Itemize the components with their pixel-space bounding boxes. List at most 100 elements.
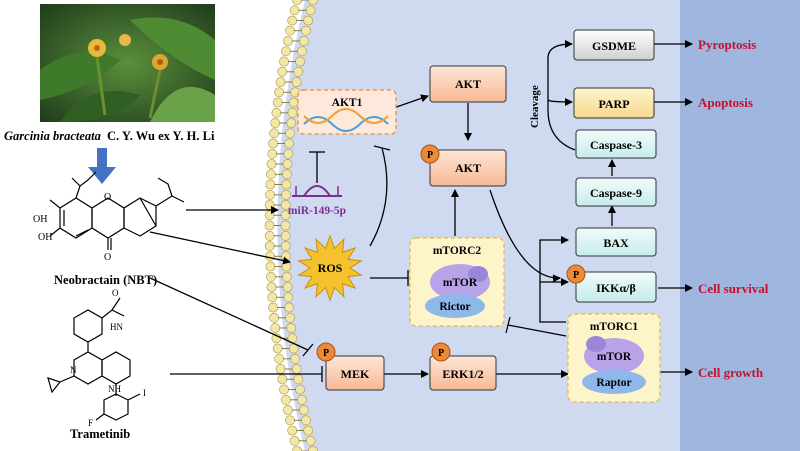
lipid-head <box>268 138 278 149</box>
lipid-head <box>280 394 291 405</box>
mtorc1-mtor-label: mTOR <box>597 351 632 363</box>
parp-label: PARP <box>598 97 629 111</box>
mtorc2-complex: mTORC2 mTOR Rictor <box>409 237 505 327</box>
lipid-head <box>283 148 294 159</box>
lipid-head <box>264 220 275 231</box>
lipid-head <box>290 353 300 364</box>
gsdme-node: GSDME <box>573 29 655 61</box>
lipid-head <box>296 46 307 57</box>
nbt-label: Neobractain (NBT) <box>54 273 157 287</box>
lipid-head <box>265 271 276 282</box>
lipid-head <box>279 56 289 67</box>
lipid-head <box>289 435 300 446</box>
lipid-head <box>305 5 316 16</box>
lipid-head <box>265 169 276 180</box>
gsdme-label: GSDME <box>592 39 636 53</box>
lipid-head <box>293 66 304 77</box>
caspase3-label: Caspase-3 <box>590 138 642 152</box>
lipid-head <box>267 148 278 159</box>
outcome-apoptosis: Apoptosis <box>698 95 753 110</box>
tram-o-acetyl: O <box>112 288 119 298</box>
svg-text:Garcinia bracteata C. Y. W: Garcinia bracteata C. Y. Wu ex Y. H. Li <box>4 129 215 143</box>
lipid-head <box>272 97 283 108</box>
lipid-head <box>293 374 304 385</box>
tram-f: F <box>88 418 93 428</box>
mtorc2-label: mTORC2 <box>433 245 482 257</box>
akt-label: AKT <box>455 77 481 91</box>
garcinia-plant-photo <box>40 4 215 122</box>
bax-label: BAX <box>603 236 629 250</box>
ikk-node: IKKα/β P <box>566 264 657 303</box>
nbt-o-keto: O <box>104 252 111 263</box>
lipid-head <box>265 179 276 190</box>
lipid-head <box>275 77 286 87</box>
lipid-head <box>269 312 279 323</box>
lipid-head <box>269 128 279 139</box>
phospho-erk-badge <box>431 342 451 362</box>
mirna-label: miR-149-5p <box>288 205 346 217</box>
nbt-oh-top: OH <box>33 214 47 225</box>
lipid-head <box>291 77 302 87</box>
lipid-head <box>287 107 298 118</box>
phospho-mek-badge <box>316 342 336 362</box>
lipid-head <box>281 189 291 200</box>
mek-node: MEK P <box>316 342 385 391</box>
mek-label: MEK <box>341 367 370 381</box>
lipid-head <box>295 56 305 67</box>
lipid-head <box>286 118 297 128</box>
lipid-head <box>288 97 299 108</box>
lipid-head <box>279 384 289 395</box>
lipid-head <box>283 292 294 303</box>
bax-node: BAX <box>575 227 657 257</box>
mtorc2-rictor-label: Rictor <box>439 301 470 313</box>
cell-membrane <box>264 0 318 451</box>
lipid-head <box>270 118 281 128</box>
trametinib-label: Trametinib <box>70 427 130 441</box>
mtorc1-label: mTORC1 <box>590 321 639 333</box>
lipid-head <box>268 302 278 313</box>
outcome-pyroptosis: Pyroptosis <box>698 37 756 52</box>
lipid-head <box>292 0 302 5</box>
lipid-head <box>264 210 275 221</box>
lipid-head <box>281 251 291 262</box>
nbt-structure <box>49 171 185 250</box>
mtorc2-mtor-label: mTOR <box>443 277 478 289</box>
lipid-head <box>295 384 305 395</box>
phospho-akt-node: AKT P <box>420 144 507 187</box>
lipid-head <box>285 415 295 426</box>
lipid-head <box>267 292 278 303</box>
lipid-head <box>280 241 291 251</box>
nbt-oh-bottom: OH <box>38 232 52 243</box>
lipid-head <box>301 415 311 426</box>
akt1-gene-label: AKT1 <box>332 97 363 109</box>
phospho-akt-badge <box>420 144 440 164</box>
lipid-head <box>277 66 288 77</box>
lipid-head <box>281 179 292 190</box>
lipid-head <box>281 169 292 180</box>
species-authority: C. Y. Wu ex Y. H. Li <box>107 129 215 143</box>
lipid-head <box>274 353 284 364</box>
lipid-head <box>284 138 294 149</box>
lipid-head <box>291 364 302 374</box>
lipid-head <box>289 5 300 16</box>
ros-label: ROS <box>318 261 343 275</box>
lipid-head <box>266 282 277 292</box>
erk-label: ERK1/2 <box>442 367 483 381</box>
lipid-head <box>305 435 316 446</box>
lipid-head <box>298 36 309 46</box>
lipid-head <box>266 159 277 169</box>
lipid-head <box>285 128 295 139</box>
lipid-head <box>265 189 275 200</box>
lipid-head <box>282 282 293 292</box>
caspase9-node: Caspase-9 <box>575 177 657 207</box>
lipid-head <box>296 394 307 405</box>
lipid-head <box>264 241 275 251</box>
lipid-head <box>280 230 291 241</box>
lipid-head <box>308 0 318 5</box>
lipid-head <box>274 87 284 98</box>
trametinib-structure <box>47 297 141 421</box>
lipid-head <box>286 323 297 333</box>
lipid-head <box>265 251 275 262</box>
ikk-label: IKKα/β <box>596 281 636 295</box>
